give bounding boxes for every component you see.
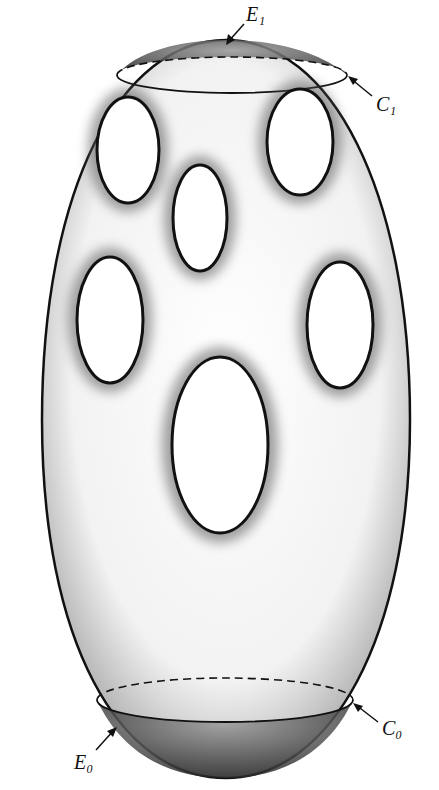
surface-outline — [42, 40, 410, 778]
arrowheads — [107, 34, 363, 737]
boundary-label: C₀ — [382, 718, 402, 738]
holes — [77, 89, 373, 533]
leader-lines — [96, 24, 378, 750]
boundary-label: E₁ — [246, 4, 265, 24]
circle-c1-back — [117, 57, 347, 75]
circle-c0-front — [97, 700, 353, 722]
top-cap — [117, 40, 347, 75]
bottom-cap — [97, 700, 353, 778]
boundary-label: C₁ — [376, 94, 396, 114]
boundary-label: E₀ — [74, 752, 93, 772]
hole-shadows — [68, 80, 382, 543]
circle-c0-back — [97, 678, 353, 700]
